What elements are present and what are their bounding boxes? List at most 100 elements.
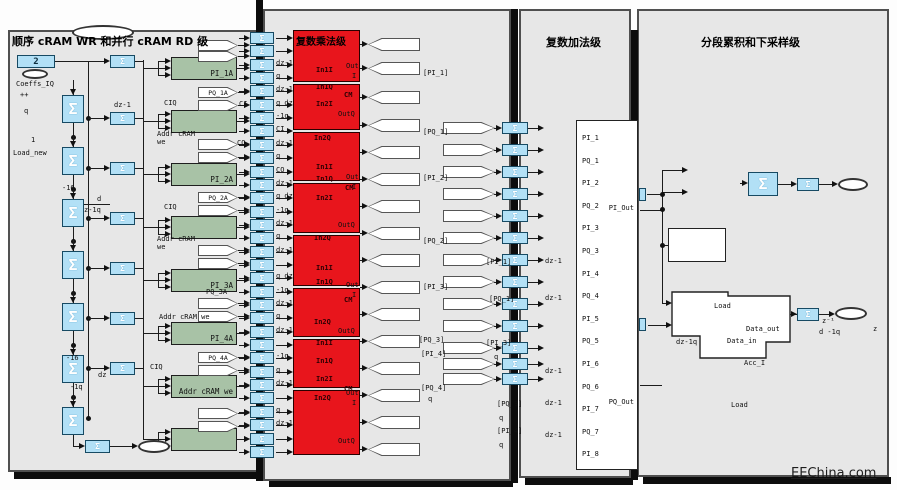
delay-block[interactable]: Σ — [250, 192, 274, 204]
from-tag[interactable] — [443, 166, 495, 178]
complex-multiplier-block[interactable] — [293, 235, 360, 286]
delay-block[interactable]: Σ — [797, 308, 819, 321]
complex-adder-block[interactable] — [576, 120, 638, 470]
complex-multiplier-block[interactable] — [293, 183, 360, 233]
delay-block[interactable]: Σ — [250, 246, 274, 258]
delay-block[interactable]: Σ — [110, 312, 135, 325]
goto-tag[interactable] — [368, 308, 420, 321]
delay-block[interactable]: Σ — [250, 152, 274, 164]
delay-block[interactable]: Σ — [250, 179, 274, 191]
delay-block[interactable]: Σ — [250, 419, 274, 431]
from-tag[interactable] — [443, 298, 495, 310]
complex-multiplier-block[interactable] — [293, 84, 360, 130]
goto-tag[interactable] — [198, 408, 238, 419]
delay-block[interactable]: Σ — [502, 342, 528, 354]
delay-block[interactable]: Σ — [250, 59, 274, 71]
delay-block[interactable]: Σ — [110, 55, 135, 68]
terminator-oval[interactable] — [22, 69, 48, 79]
from-tag[interactable] — [443, 144, 495, 156]
delay-block[interactable]: Σ — [250, 139, 274, 151]
delay-block[interactable]: Σ — [110, 362, 135, 375]
delay-block[interactable]: Σ — [250, 352, 274, 364]
delay-block[interactable]: Σ — [250, 326, 274, 338]
complex-multiplier-block[interactable] — [293, 288, 360, 337]
delay-block[interactable]: Σ — [110, 262, 135, 275]
xilinx-sum-block[interactable]: Σ — [748, 172, 778, 196]
delay-block[interactable]: Σ — [110, 212, 135, 225]
terminator-oval[interactable] — [835, 307, 867, 320]
delay-block[interactable]: Σ — [250, 166, 274, 178]
delay-block[interactable]: Σ — [250, 312, 274, 324]
goto-tag[interactable]: PQ_2A — [198, 192, 238, 203]
from-tag[interactable] — [443, 373, 495, 385]
delay-block[interactable]: Σ — [250, 232, 274, 244]
delay-block[interactable]: Σ — [502, 254, 528, 266]
delay-block[interactable]: Σ — [250, 406, 274, 418]
from-tag[interactable] — [443, 320, 495, 332]
delay-block[interactable]: Σ — [250, 299, 274, 311]
goto-tag[interactable] — [368, 335, 420, 348]
from-tag[interactable] — [443, 254, 495, 266]
from-tag[interactable] — [443, 122, 495, 134]
from-tag[interactable] — [443, 358, 495, 370]
complex-multiplier-block[interactable] — [293, 30, 360, 82]
delay-block[interactable]: Σ — [250, 433, 274, 445]
output-port-tab[interactable] — [639, 188, 646, 201]
xilinx-sum-block[interactable]: Σ — [62, 407, 84, 435]
xilinx-sum-block[interactable]: Σ — [62, 147, 84, 175]
goto-tag[interactable] — [368, 416, 420, 429]
delay-block[interactable]: Σ — [502, 210, 528, 222]
complex-multiplier-block[interactable] — [293, 390, 360, 455]
goto-tag[interactable] — [198, 40, 238, 51]
goto-tag[interactable] — [198, 51, 238, 62]
cram-block[interactable]: PI_2A — [171, 163, 237, 186]
delay-block[interactable]: Σ — [502, 144, 528, 156]
delay-block[interactable]: Σ — [250, 259, 274, 271]
delay-block[interactable]: Σ — [110, 112, 135, 125]
goto-tag[interactable] — [368, 173, 420, 186]
from-tag[interactable] — [443, 276, 495, 288]
goto-tag[interactable] — [368, 281, 420, 294]
goto-tag[interactable] — [198, 205, 238, 216]
delay-block[interactable]: Σ — [250, 32, 274, 44]
terminator-oval[interactable] — [72, 25, 134, 40]
delay-block[interactable]: Σ — [797, 178, 819, 191]
goto-tag[interactable] — [198, 311, 238, 322]
delay-block[interactable]: Σ — [250, 206, 274, 218]
goto-tag[interactable] — [198, 258, 238, 269]
goto-tag[interactable] — [368, 38, 420, 51]
cram-block[interactable] — [171, 216, 237, 239]
from-tag[interactable] — [443, 188, 495, 200]
delay-block[interactable]: Σ — [502, 298, 528, 310]
from-tag[interactable] — [443, 232, 495, 244]
delay-block[interactable]: Σ — [110, 162, 135, 175]
delay-block[interactable]: Σ — [250, 85, 274, 97]
goto-tag[interactable] — [368, 443, 420, 456]
delay-block[interactable]: Σ — [502, 188, 528, 200]
goto-tag[interactable]: PQ_4A — [198, 352, 238, 363]
delay-block[interactable]: Σ — [502, 232, 528, 244]
output-port-tab[interactable] — [639, 318, 646, 331]
delay-block[interactable]: Σ — [250, 446, 274, 458]
terminator-oval[interactable] — [138, 440, 170, 453]
delay-block[interactable]: Σ — [502, 166, 528, 178]
goto-tag[interactable] — [368, 254, 420, 267]
delay-block[interactable]: Σ — [502, 320, 528, 332]
delay-block[interactable]: Σ — [502, 122, 528, 134]
delay-block[interactable]: Σ — [250, 125, 274, 137]
from-tag[interactable] — [443, 210, 495, 222]
goto-tag[interactable] — [368, 62, 420, 75]
delay-block[interactable]: Σ — [250, 272, 274, 284]
complex-multiplier-block[interactable] — [293, 339, 360, 388]
cram-block[interactable]: PI_4A — [171, 322, 237, 345]
delay-block[interactable]: Σ — [250, 286, 274, 298]
delay-block[interactable]: Σ — [250, 392, 274, 404]
goto-tag[interactable] — [198, 245, 238, 256]
goto-tag[interactable] — [198, 365, 238, 376]
goto-tag[interactable] — [198, 152, 238, 163]
goto-tag[interactable] — [198, 298, 238, 309]
cram-block[interactable]: PI_3A — [171, 269, 237, 292]
xilinx-sum-block[interactable]: Σ — [62, 355, 84, 383]
xilinx-sum-block[interactable]: Σ — [62, 199, 84, 227]
delay-block[interactable]: Σ — [250, 99, 274, 111]
